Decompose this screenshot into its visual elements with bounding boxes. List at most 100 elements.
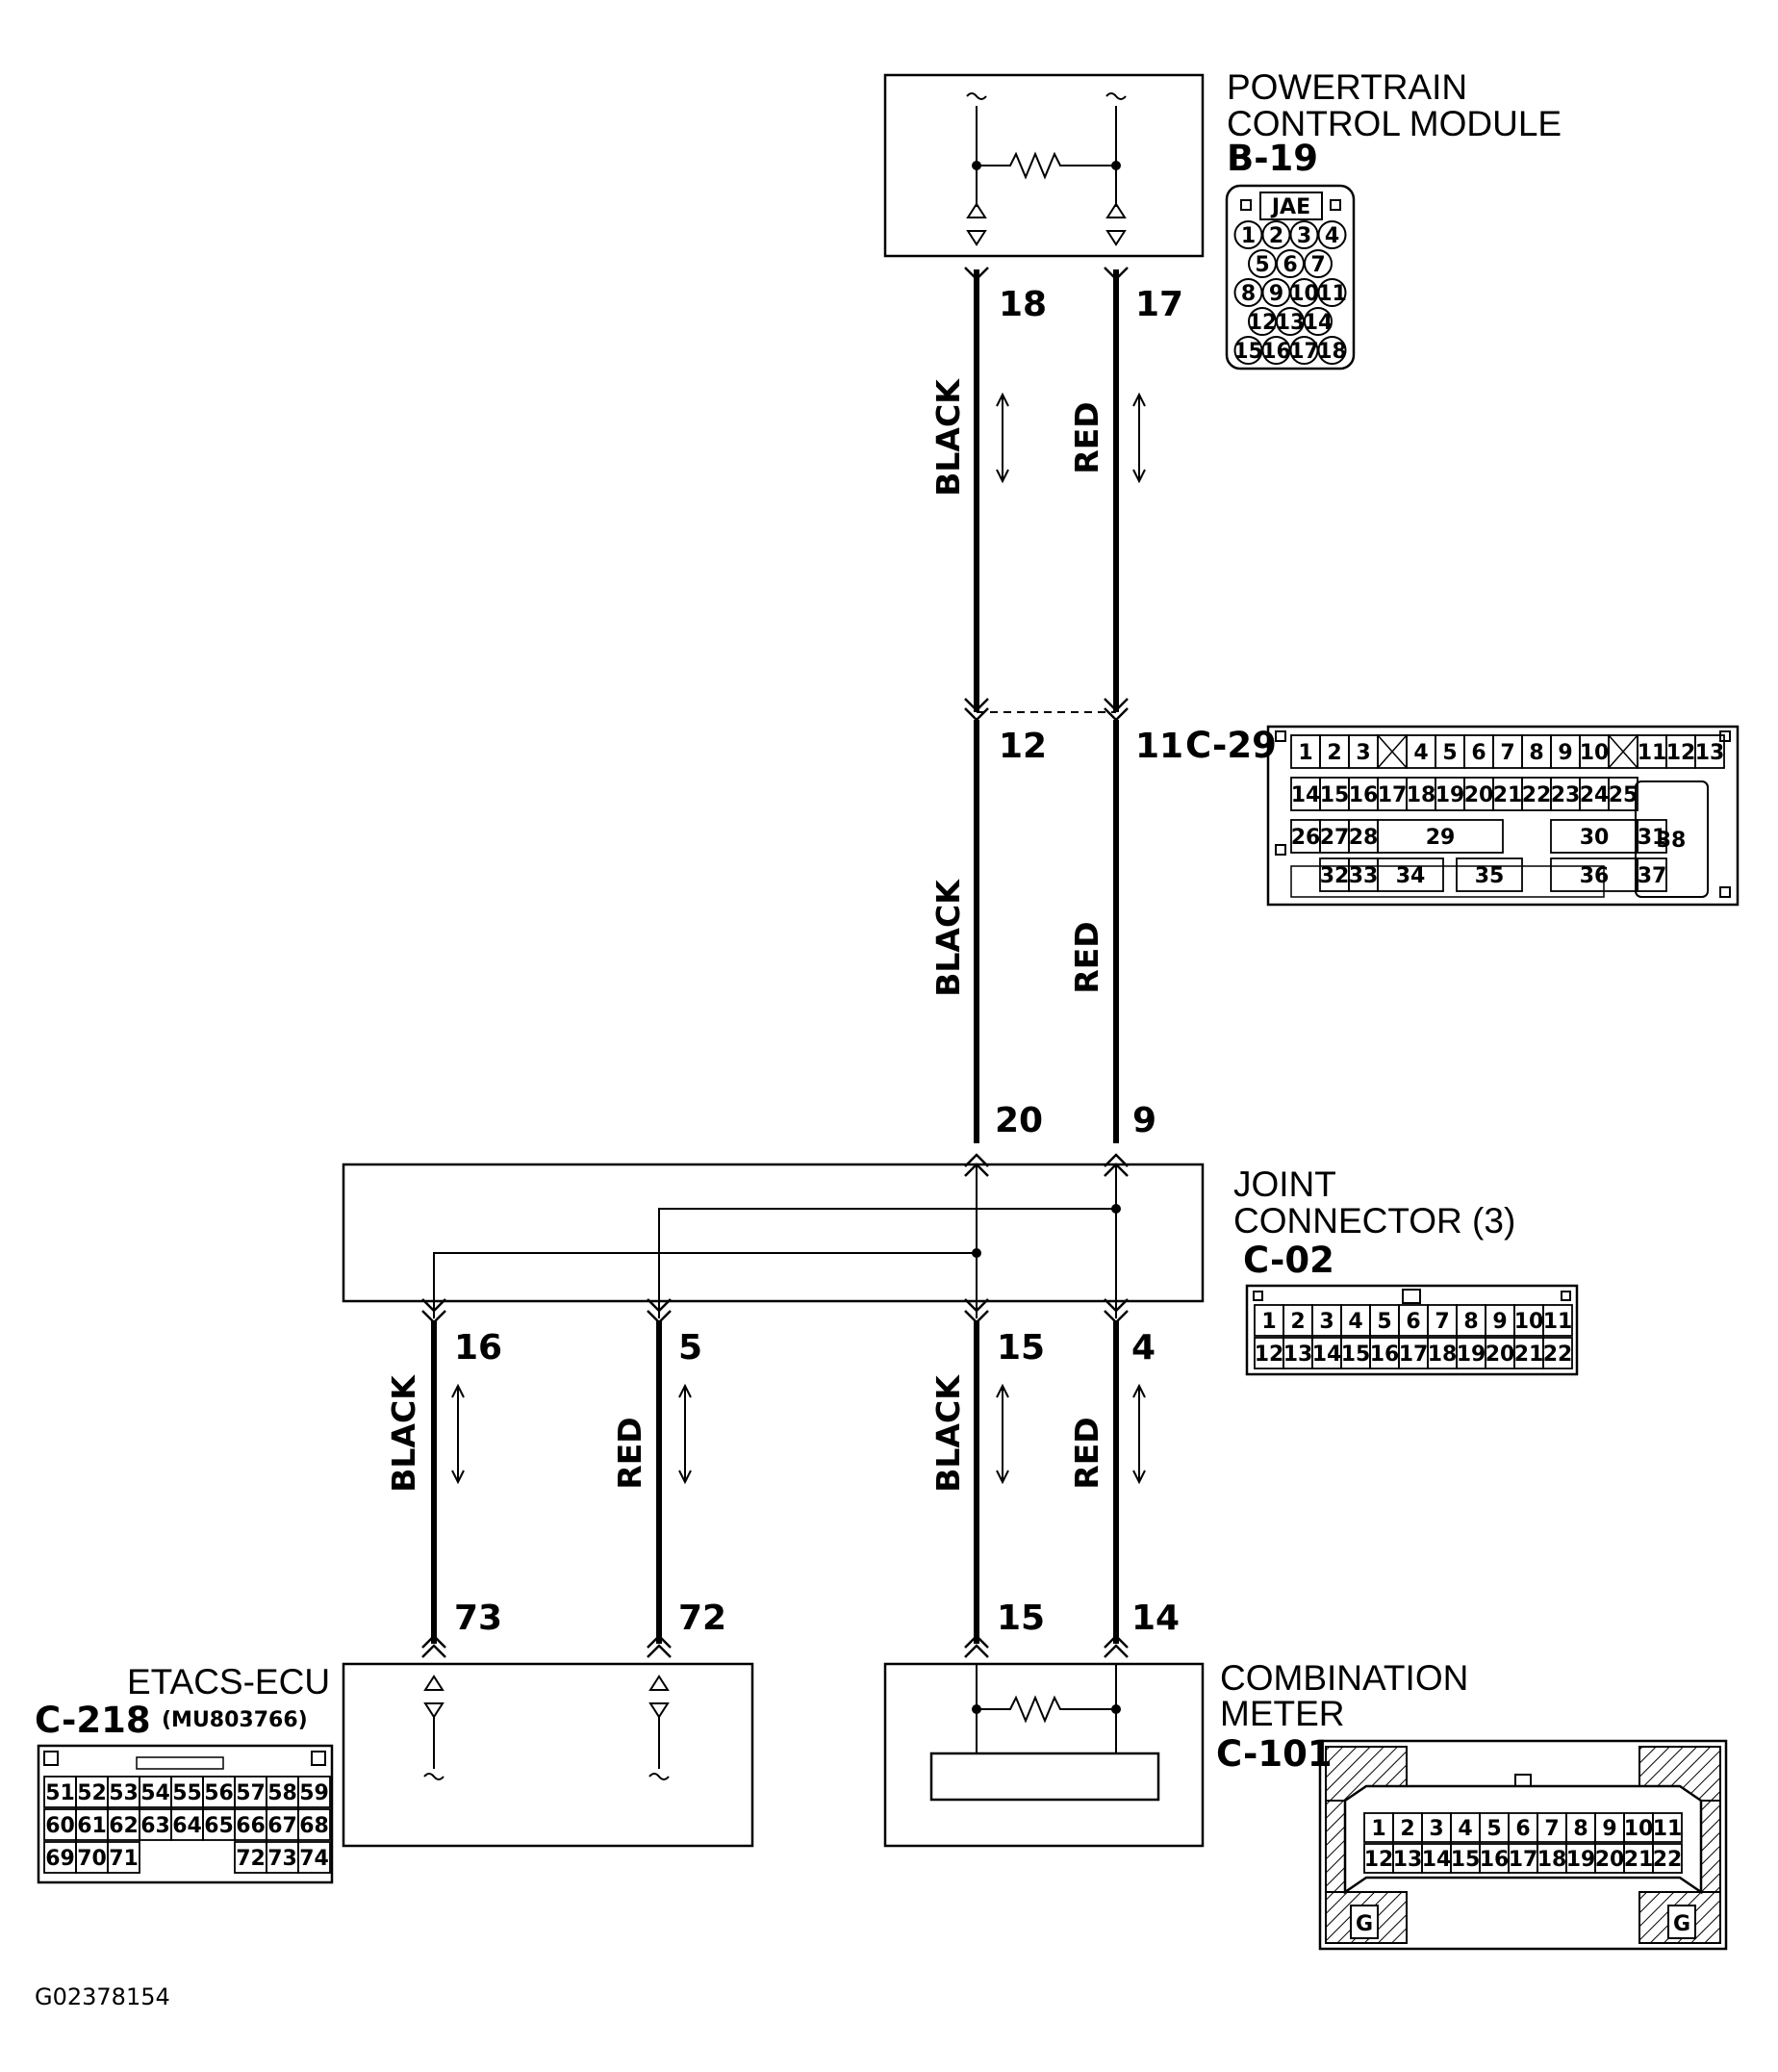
cavity-number: 11 [1653,1817,1683,1841]
cavity-number: 14 [1422,1848,1452,1872]
pin-pcm-red: 17 [1135,285,1183,324]
cavity-number: 29 [1426,826,1456,850]
cavity [1637,819,1667,854]
wires-upper [964,267,1146,722]
pin-etacs: 72 [678,1599,726,1638]
meter-name-line1: COMBINATION [1220,1658,1468,1698]
cavity-number: 11 [1543,1310,1573,1334]
cavity [1317,336,1347,365]
cavity-number: 64 [172,1814,202,1838]
cavity-number: 9 [1558,741,1572,765]
cavity-number: 17 [1509,1848,1538,1872]
cavity-number: 1 [1261,1310,1276,1334]
cavity-number: 19 [1435,783,1465,807]
cavity-number: 15 [1451,1848,1481,1872]
cavity [1608,777,1638,811]
wire-color-label: BLACK [929,1374,967,1493]
cavity-number: 67 [267,1814,297,1838]
cavity [1637,857,1667,892]
cavity-number: 27 [1320,826,1350,850]
cavity-number: 8 [1463,1310,1478,1334]
cavity [297,1841,331,1874]
pin-pcm-black: 18 [999,285,1047,324]
cavity-number: 5 [1442,741,1457,765]
cavity-number: 5 [1486,1817,1501,1841]
pin-meter: 15 [997,1599,1045,1638]
cavity-number: 6 [1471,741,1486,765]
cavity-number: 3 [1319,1310,1334,1334]
cavity-number: 68 [299,1814,329,1838]
cavity-number: 7 [1544,1817,1559,1841]
joint-name-line2: CONNECTOR (3) [1233,1201,1515,1241]
cavity-number: 5 [1377,1310,1391,1334]
meter-name-line2: METER [1220,1694,1345,1733]
cavity [297,1808,331,1841]
cavity-number: 28 [1349,826,1379,850]
cavity-number: 24 [1580,783,1610,807]
cavity-number: 13 [1393,1848,1423,1872]
wire-color-label: RED [1068,921,1105,993]
cavity-number: 23 [1551,783,1581,807]
cavity-number: 26 [1291,826,1321,850]
cavity-number: 1 [1241,224,1256,248]
cavity-number: 10 [1624,1817,1654,1841]
etacs-part-number: (MU803766) [162,1708,308,1732]
cavity-number: 9 [1492,1310,1507,1334]
cavity [1377,857,1444,892]
etacs-name: ETACS-ECU [127,1662,330,1701]
cavity-number: 35 [1475,864,1505,888]
wire-color-label: RED [1068,1417,1105,1489]
cavity-number: 31 [1638,826,1667,850]
cavity [1542,1337,1573,1369]
cavity-number: 74 [299,1847,329,1871]
cavity-number: 55 [172,1781,202,1805]
cavity-number: 11 [1638,741,1667,765]
wire-color-label: RED [611,1417,648,1489]
cavity [1652,1812,1683,1843]
pin-joint-in-red: 9 [1132,1101,1156,1140]
cavity [1542,1304,1573,1337]
c29-connector-code: C-29 [1185,725,1277,766]
cavity-number: 13 [1695,741,1725,765]
wire-color-label: BLACK [385,1374,422,1493]
figure-id: G02378154 [35,1983,170,2010]
joint-name-line1: JOINT [1233,1164,1336,1204]
cavity-number: 4 [1325,224,1339,248]
cavity-number: 17 [1378,783,1408,807]
pcm-name-line1: POWERTRAIN [1227,67,1467,107]
pin-etacs: 73 [454,1599,502,1638]
cavity-number: 2 [1327,741,1341,765]
cavity-number: 1 [1298,741,1312,765]
joint-connector-code: C-02 [1243,1240,1334,1281]
cavity-number: 21 [1624,1848,1654,1872]
cavity-number: 18 [1537,1848,1567,1872]
cavity-number: 22 [1653,1848,1683,1872]
cavity-number: 14 [1291,783,1321,807]
pin-c29-black: 12 [999,727,1047,766]
cavity-number: 30 [1580,826,1610,850]
cavity-number: 2 [1269,224,1283,248]
cavity-number: 12 [1255,1343,1284,1367]
cavity-number: 69 [45,1847,75,1871]
cavity-number: 1 [1371,1817,1385,1841]
cavity-number: 17 [1399,1343,1429,1367]
etacs-block [342,1662,754,1848]
cavity-number: 20 [1595,1848,1625,1872]
cavity-number: 60 [45,1814,75,1838]
cavity-number: 61 [77,1814,107,1838]
cavity-number: 6 [1406,1310,1420,1334]
wire-color-label: BLACK [929,378,967,497]
cavity-number: 11 [1317,282,1347,306]
cavity-number: 18 [1317,340,1347,364]
wire-color-label: BLACK [929,879,967,997]
cavity [1652,1843,1683,1874]
cavity-number: 10 [1580,741,1610,765]
cavity-number: 51 [45,1781,75,1805]
cavity-number: 19 [1566,1848,1596,1872]
pin-c29-red: 11 [1135,727,1183,766]
cavity-number: 16 [1370,1343,1400,1367]
cavity-number: 58 [267,1781,297,1805]
